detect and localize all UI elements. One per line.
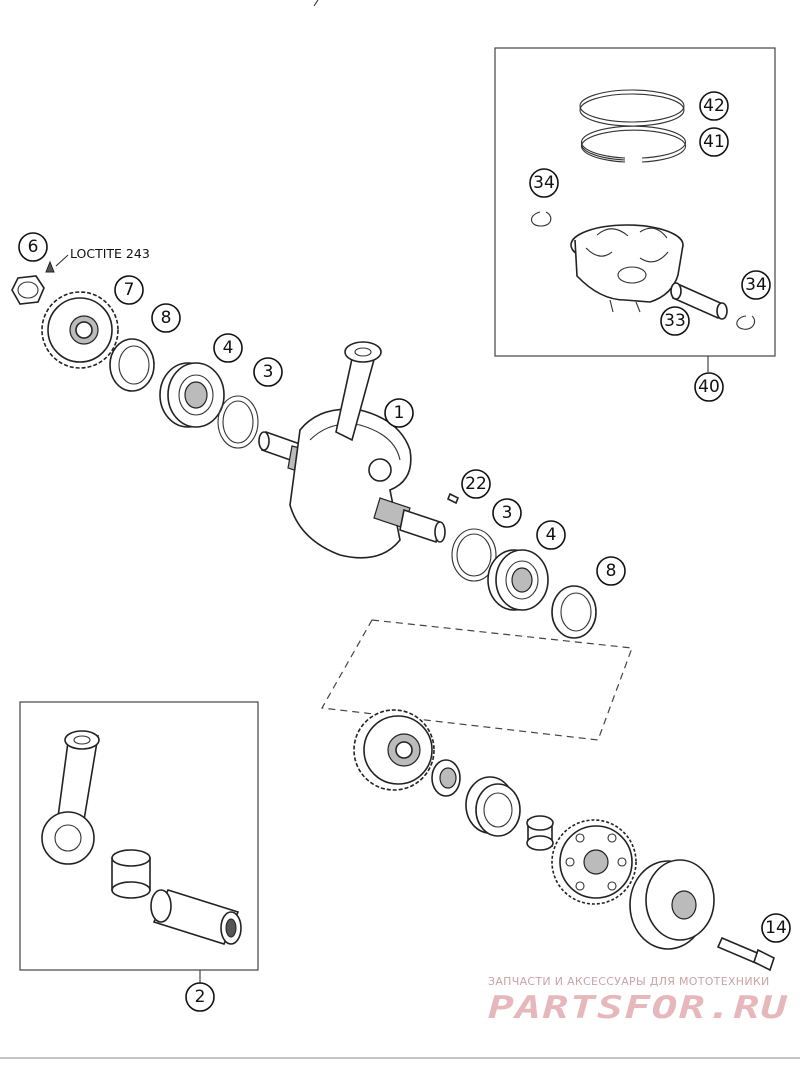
piston (570, 224, 684, 313)
primary-gear (41, 291, 119, 369)
svg-text:7: 7 (124, 280, 135, 300)
shim-ring-left (217, 395, 259, 449)
callout-4-right: 4 (536, 520, 566, 550)
svg-text:34: 34 (533, 173, 555, 193)
svg-text:3: 3 (502, 503, 513, 523)
spacer-ring-left (109, 338, 155, 392)
callout-6: 6 (18, 232, 48, 262)
svg-text:8: 8 (606, 561, 617, 581)
callout-33: 33 (660, 306, 690, 336)
conrod-kit-frame (19, 701, 259, 971)
callout-2: 2 (185, 982, 215, 1012)
callout-1: 1 (384, 398, 414, 428)
ball-bearing-right (487, 549, 549, 611)
shim-ring-right (451, 528, 497, 582)
starter-gear (551, 819, 637, 905)
flywheel-bolt (716, 936, 775, 972)
circlip-left (530, 211, 552, 227)
collar-nut (11, 275, 45, 305)
svg-text:14: 14 (765, 918, 787, 938)
ball-bearing-left (159, 362, 225, 428)
svg-text:40: 40 (698, 377, 720, 397)
svg-text:22: 22 (465, 474, 487, 494)
callout-34-left: 34 (529, 168, 559, 198)
callout-8-right: 8 (596, 556, 626, 586)
svg-text:1: 1 (394, 403, 405, 423)
callout-7: 7 (114, 275, 144, 305)
callout-3-left: 3 (253, 357, 283, 387)
svg-text:33: 33 (664, 311, 686, 331)
svg-text:8: 8 (161, 308, 172, 328)
piston-assembly-frame (494, 47, 776, 357)
svg-text:2: 2 (195, 987, 206, 1007)
watermark-caption: ЗАПЧАСТИ И АКСЕССУАРЫ ДЛЯ МОТОТЕХНИКИ (488, 975, 770, 988)
callout-40: 40 (694, 372, 724, 402)
callout-8-left: 8 (151, 303, 181, 333)
balancer-nut (431, 759, 461, 797)
conrod-bearing (111, 849, 151, 899)
conrod-pin (150, 889, 242, 945)
callout-42: 42 (699, 91, 729, 121)
crankshaft (258, 341, 446, 559)
callout-22: 22 (461, 469, 491, 499)
svg-text:42: 42 (703, 96, 725, 116)
loctite-drop-icon (45, 260, 55, 273)
watermark-brand: PARTSFOR.RU (488, 990, 788, 1026)
loctite-leader (55, 254, 69, 267)
callout-14: 14 (761, 913, 791, 943)
callout-41: 41 (699, 127, 729, 157)
callout-34-right: 34 (741, 270, 771, 300)
callout-4-left: 4 (213, 333, 243, 363)
svg-text:34: 34 (745, 275, 767, 295)
svg-text:41: 41 (703, 132, 725, 152)
svg-text:3: 3 (263, 362, 274, 382)
piston-ring-second (580, 125, 687, 163)
woodruff-key (446, 492, 460, 505)
flywheel (629, 859, 715, 950)
svg-text:4: 4 (546, 525, 557, 545)
piston-ring-top (579, 89, 685, 127)
callout-3-right: 3 (492, 498, 522, 528)
circlip-right (736, 315, 756, 330)
top-edge-mark (313, 0, 319, 7)
svg-text:6: 6 (28, 237, 39, 257)
spare-connecting-rod (41, 730, 100, 865)
svg-text:4: 4 (223, 338, 234, 358)
sleeve-bushing (465, 776, 521, 837)
loctite-note: LOCTITE 243 (70, 246, 150, 261)
optional-group-bracket (321, 619, 633, 741)
needle-bearing (526, 815, 554, 851)
balancer-gear (353, 709, 435, 791)
piston-pin (670, 282, 728, 320)
spacer-ring-right (551, 585, 597, 639)
